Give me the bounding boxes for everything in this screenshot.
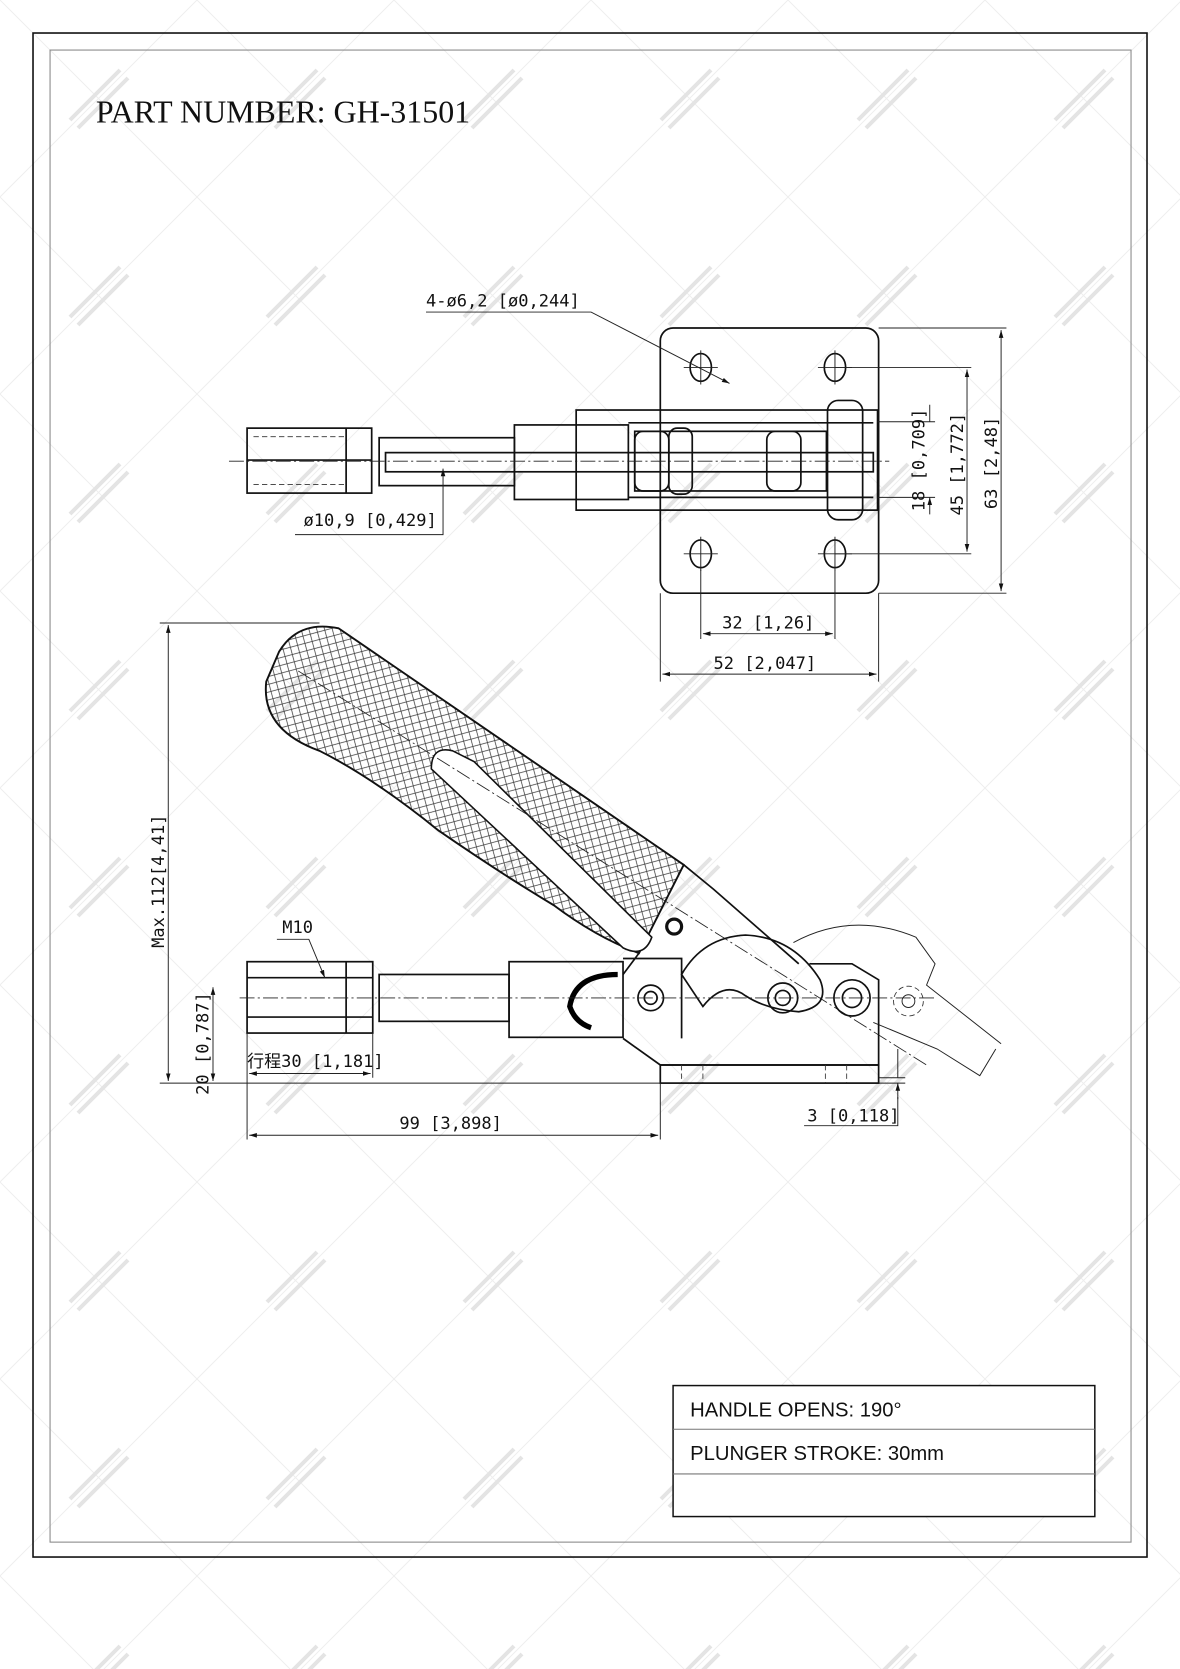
stroke-dimension: 行程30 [1,181] bbox=[247, 1052, 384, 1072]
dimension-18: 18 [0,709] bbox=[909, 409, 929, 512]
hole-dimension: 4-ø6,2 [ø0,244] bbox=[426, 292, 580, 312]
part-number-title: PART NUMBER: GH-31501 bbox=[96, 94, 470, 129]
dimension-52: 52 [2,047] bbox=[714, 654, 817, 674]
side-view: Max.112[4,41] M10 20 [0,787] 行程30 [1,181… bbox=[149, 622, 1002, 1140]
dimension-3: 3 [0,118] bbox=[807, 1106, 899, 1126]
dimension-63: 63 [2,48] bbox=[982, 417, 1002, 509]
spec-table: HANDLE OPENS: 190° PLUNGER STROKE: 30mm bbox=[672, 1384, 1096, 1518]
dimension-45: 45 [1,772] bbox=[948, 413, 968, 516]
dimension-99: 99 [3,898] bbox=[399, 1114, 502, 1134]
handle-slot bbox=[430, 749, 653, 953]
dimension-32: 32 [1,26] bbox=[722, 613, 814, 633]
body-bracket bbox=[575, 409, 879, 511]
thread-label: M10 bbox=[282, 918, 313, 938]
outer-border bbox=[32, 32, 1148, 1558]
spec-plunger-stroke: PLUNGER STROKE: 30mm bbox=[690, 1443, 944, 1465]
max-height-dimension: Max.112[4,41] bbox=[149, 815, 169, 948]
hex-nut-side bbox=[246, 960, 374, 1034]
spec-handle-opens: HANDLE OPENS: 190° bbox=[690, 1399, 901, 1421]
top-view: 4-ø6,2 [ø0,244] ø10,9 [0,429] 18 [0,709]… bbox=[228, 292, 1007, 682]
base-plate bbox=[659, 327, 880, 595]
plunger-rod bbox=[378, 436, 516, 487]
rod-diameter-dimension: ø10,9 [0,429] bbox=[304, 511, 437, 531]
dimension-20: 20 [0,787] bbox=[194, 992, 214, 1095]
inner-border bbox=[49, 49, 1132, 1543]
pivot-pin bbox=[826, 399, 864, 521]
